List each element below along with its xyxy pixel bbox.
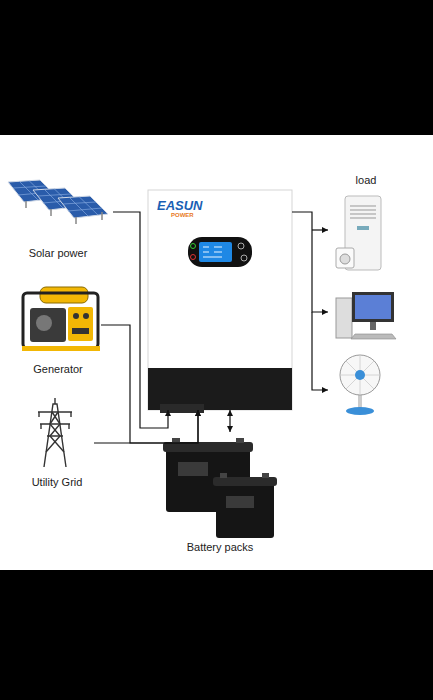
load-group: load bbox=[328, 172, 404, 420]
brand-logo: EASUN bbox=[157, 199, 203, 212]
inverter-body bbox=[148, 190, 292, 410]
power-wire bbox=[94, 410, 198, 443]
status-led bbox=[191, 255, 196, 260]
generator-panel bbox=[68, 307, 93, 341]
battery-terminal bbox=[236, 438, 244, 443]
battery-sticker bbox=[226, 496, 254, 508]
status-led bbox=[191, 244, 196, 249]
battery-bank: Battery packs bbox=[160, 432, 280, 556]
power-wire bbox=[113, 212, 168, 428]
inverter-base bbox=[148, 368, 292, 410]
generator-socket bbox=[83, 313, 89, 319]
generator-switch bbox=[72, 328, 89, 334]
generator-engine-cover bbox=[36, 315, 52, 331]
source-grid: Utility Grid bbox=[20, 396, 94, 490]
generator-tank bbox=[40, 287, 88, 303]
battery-lid bbox=[163, 442, 253, 452]
source-label: Solar power bbox=[29, 247, 88, 260]
generator-socket bbox=[73, 313, 79, 319]
source-generator: Generator bbox=[15, 282, 101, 378]
lcd-screen bbox=[199, 242, 232, 262]
solar-panel bbox=[58, 196, 108, 224]
battery-terminal bbox=[220, 473, 227, 478]
washer bbox=[336, 248, 354, 268]
battery-sticker bbox=[178, 462, 208, 476]
lcd-bezel bbox=[188, 237, 252, 267]
load-branch-wire bbox=[312, 229, 328, 230]
load-branch-wire bbox=[312, 312, 328, 390]
pylon-braces bbox=[46, 412, 64, 452]
lcd-button bbox=[241, 255, 247, 261]
keyboard bbox=[351, 334, 396, 339]
storage-label: Battery packs bbox=[187, 541, 254, 554]
fan-guard bbox=[340, 355, 380, 395]
lcd-button bbox=[238, 243, 244, 249]
power-wire bbox=[229, 410, 230, 432]
lcd-segments bbox=[203, 247, 222, 257]
source-label: Generator bbox=[33, 363, 83, 376]
fan-hub bbox=[355, 370, 365, 380]
pylon bbox=[38, 398, 72, 467]
inverter-terminal bbox=[160, 404, 204, 413]
fan-base bbox=[346, 407, 374, 415]
power-wire bbox=[292, 212, 328, 312]
source-solar: Solar power bbox=[3, 172, 113, 262]
brand-subtitle: POWER bbox=[171, 212, 194, 219]
ac-grill bbox=[350, 206, 376, 218]
ac-display bbox=[357, 226, 369, 230]
power-wire bbox=[101, 325, 198, 443]
battery-body bbox=[216, 482, 274, 538]
pylon-insulators bbox=[39, 398, 71, 429]
generator-frame bbox=[23, 293, 98, 348]
group-heading: load bbox=[356, 174, 377, 187]
monitor-screen bbox=[355, 295, 391, 319]
monitor-stand bbox=[370, 322, 376, 330]
generator-engine bbox=[30, 308, 66, 342]
inverter-box: EASUNPOWER bbox=[148, 190, 292, 410]
fan-grill bbox=[340, 355, 380, 395]
generator-base bbox=[22, 346, 100, 351]
pc-tower bbox=[336, 298, 352, 338]
battery-lid bbox=[213, 477, 277, 486]
source-label: Utility Grid bbox=[32, 476, 83, 489]
washer-door bbox=[340, 254, 350, 264]
monitor bbox=[352, 292, 394, 322]
battery-terminal bbox=[262, 473, 269, 478]
battery-terminal bbox=[172, 438, 180, 443]
